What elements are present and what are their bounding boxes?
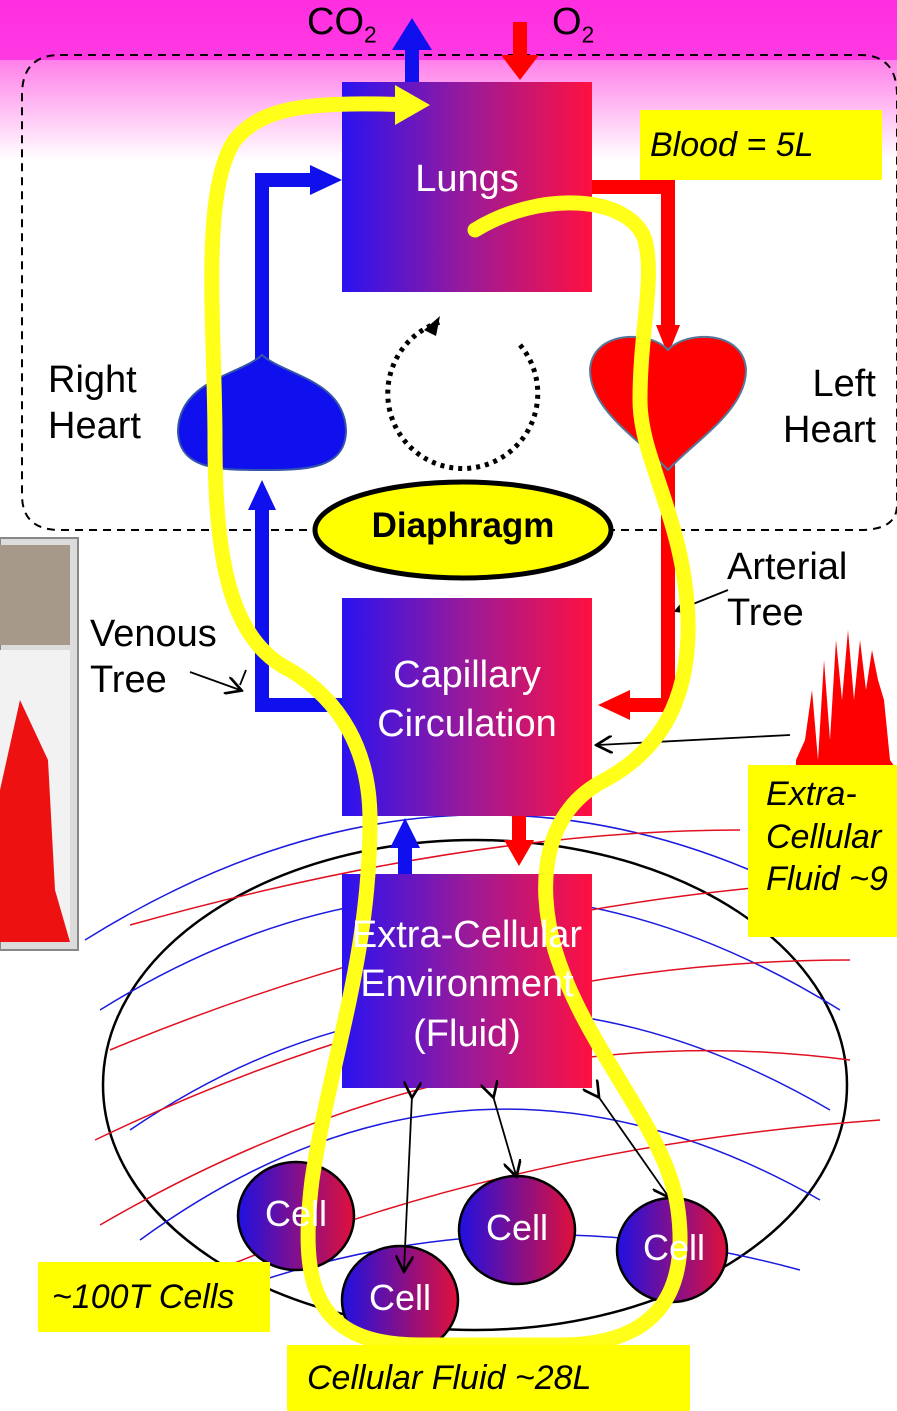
cell-label-2: Cell <box>340 1277 460 1319</box>
left-heart-shape <box>590 337 746 470</box>
ecf-volume-note: Extra- Cellular Fluid ~9 <box>748 765 897 937</box>
left-heart-label: Left Heart <box>783 362 876 453</box>
o2-label: O2 <box>552 0 594 49</box>
blood-volume-note: Blood = 5L <box>640 110 882 180</box>
capillary-label: Capillary Circulation <box>342 640 592 760</box>
cell-label-3: Cell <box>457 1207 577 1249</box>
ecf-label: Extra-Cellular Environment (Fluid) <box>342 900 592 1070</box>
right-heart-shape <box>178 355 346 470</box>
cell-label-4: Cell <box>614 1227 734 1269</box>
co2-label: CO2 <box>307 0 377 49</box>
cell-count-note: ~100T Cells <box>38 1262 270 1332</box>
pressure-chart-inset <box>0 538 78 950</box>
arterial-tree-label: Arterial Tree <box>727 545 847 636</box>
right-heart-label: Right Heart <box>48 358 141 449</box>
cellular-fluid-note: Cellular Fluid ~28L <box>287 1345 690 1411</box>
rotation-indicator <box>388 322 538 468</box>
lungs-label: Lungs <box>342 150 592 210</box>
venous-tree-label: Venous Tree <box>90 612 217 703</box>
diaphragm-label: Diaphragm <box>315 505 611 547</box>
cell-label-1: Cell <box>236 1193 356 1235</box>
